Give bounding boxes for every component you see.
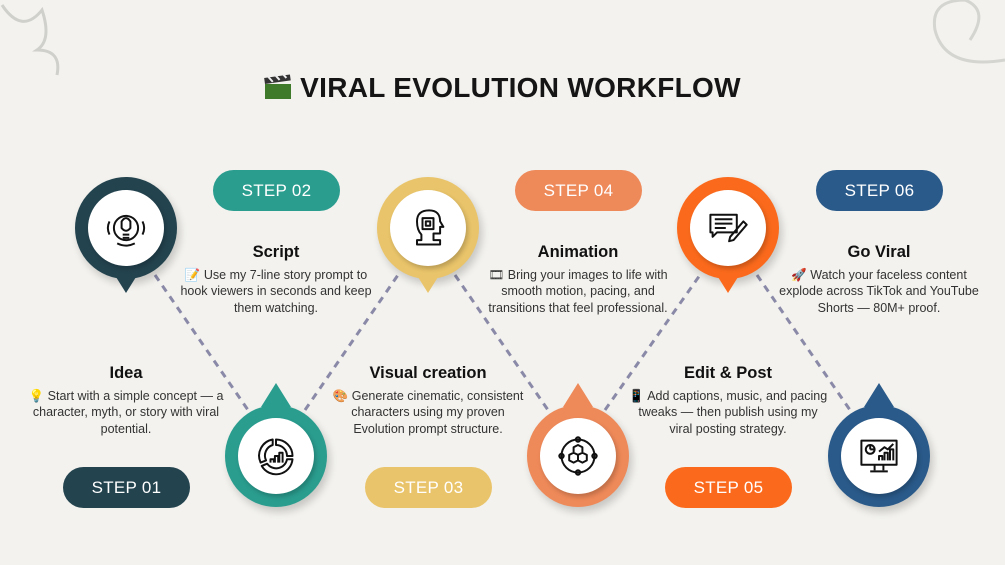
step-label-5: STEP 05 <box>665 467 792 508</box>
decorative-swirl <box>932 0 1005 64</box>
step-emoji-icon: 🎨 <box>332 389 349 403</box>
lightbulb-gear-icon <box>106 214 146 247</box>
step-emoji-icon: 🚀 <box>791 268 807 282</box>
step-emoji-icon: 💡 <box>28 389 45 403</box>
step-text-1: Idea 💡 Start with a simple concept — a c… <box>26 364 226 437</box>
step-label-4: STEP 04 <box>515 170 642 211</box>
step-text-3: Visual creation 🎨 Generate cinematic, co… <box>328 364 528 437</box>
step-description-text: Generate cinematic, consistent character… <box>351 389 524 436</box>
step-title: Edit & Post <box>683 364 772 382</box>
step-description-text: Watch your faceless content explode acro… <box>779 268 979 315</box>
dashed-connector <box>153 274 250 411</box>
step-text-6: Go Viral 🚀 Watch your faceless content e… <box>779 243 979 316</box>
icon-badge <box>841 418 917 494</box>
dashed-connector <box>755 274 852 411</box>
step-description-text: Bring your images to life with smooth mo… <box>488 268 668 315</box>
pin-pointer <box>111 269 141 293</box>
ai-head-chip-icon <box>416 209 445 246</box>
step-description: 📝 Use my 7-line story prompt to hook vie… <box>176 267 376 316</box>
step-text-5: Edit & Post 📱 Add captions, music, and p… <box>628 364 828 437</box>
step-description-text: Start with a simple concept — a characte… <box>32 389 224 436</box>
icon-badge <box>390 190 466 266</box>
step-label-2: STEP 02 <box>213 170 340 211</box>
step-title: Idea <box>109 364 143 382</box>
step-emoji-icon: 📝 <box>184 268 201 282</box>
pin-pointer <box>563 383 593 407</box>
title-text: VIRAL EVOLUTION WORKFLOW <box>300 72 741 103</box>
step-pin-2 <box>225 383 327 507</box>
pin-pointer <box>713 269 743 293</box>
icon-badge <box>540 418 616 494</box>
step-text-4: Animation 🎞 Bring your images to life wi… <box>478 243 678 316</box>
icon-badge <box>238 418 314 494</box>
step-title: Script <box>252 243 300 261</box>
step-description: 💡 Start with a simple concept — a charac… <box>26 388 226 437</box>
chart-cycle-icon <box>258 438 294 476</box>
step-description: 🚀 Watch your faceless content explode ac… <box>779 267 979 316</box>
pin-pointer <box>261 383 291 407</box>
step-text-2: Script 📝 Use my 7-line story prompt to h… <box>176 243 376 316</box>
dashed-connector <box>603 274 702 411</box>
clapperboard-icon <box>264 74 292 99</box>
step-pin-3 <box>377 177 479 293</box>
step-title: Animation <box>537 243 619 261</box>
step-label-1: STEP 01 <box>63 467 190 508</box>
step-emoji-icon: 🎞 <box>488 268 505 282</box>
pin-pointer <box>864 383 894 407</box>
dashed-connector <box>303 274 400 411</box>
cubes-orbit-icon <box>558 436 598 476</box>
step-description: 🎞 Bring your images to life with smooth … <box>478 267 678 316</box>
pin-pointer <box>413 269 443 293</box>
step-description: 📱 Add captions, music, and pacing tweaks… <box>628 388 828 437</box>
step-emoji-icon: 📱 <box>628 389 645 403</box>
step-label-3: STEP 03 <box>365 467 492 508</box>
step-title: Visual creation <box>369 364 487 382</box>
step-pin-4 <box>527 383 629 507</box>
icon-badge <box>88 190 164 266</box>
step-pin-5 <box>677 177 779 293</box>
decorative-squiggle <box>0 4 60 76</box>
step-description-text: Use my 7-line story prompt to hook viewe… <box>180 268 372 315</box>
step-title: Go Viral <box>847 243 911 261</box>
analytics-monitor-icon <box>860 439 898 473</box>
step-pin-6 <box>828 383 930 507</box>
message-edit-icon <box>709 213 748 243</box>
step-description-text: Add captions, music, and pacing tweaks —… <box>638 389 828 436</box>
step-description: 🎨 Generate cinematic, consistent charact… <box>328 388 528 437</box>
step-pin-1 <box>75 177 177 293</box>
step-label-6: STEP 06 <box>816 170 943 211</box>
page-title: VIRAL EVOLUTION WORKFLOW <box>0 72 1005 104</box>
dashed-connector <box>453 274 550 411</box>
icon-badge <box>690 190 766 266</box>
